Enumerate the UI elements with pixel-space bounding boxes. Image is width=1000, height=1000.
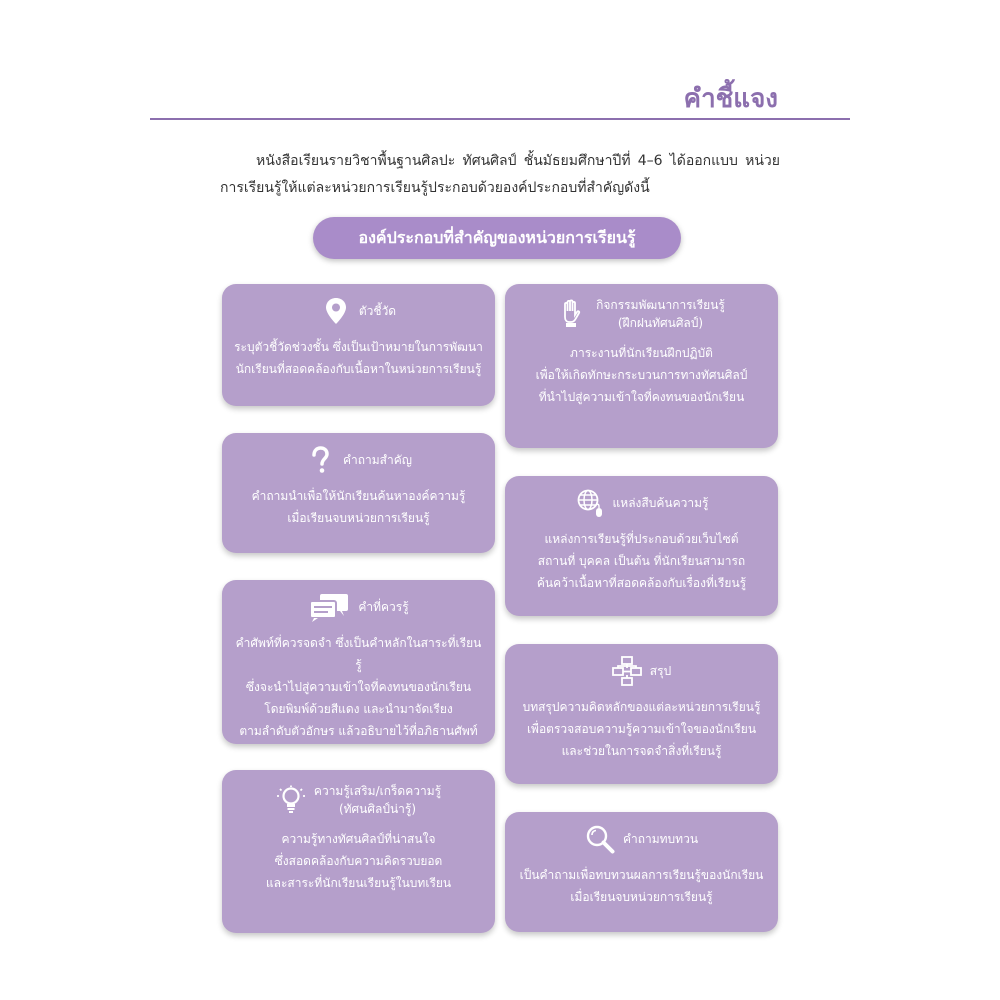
lightbulb-icon [276,785,306,815]
title-divider [150,118,850,120]
card-vocabulary: คำที่ควรรู้ คำศัพท์ที่ควรจดจำ ซึ่งเป็นคำ… [222,580,495,744]
card-body-line: ที่นำไปสู่ความเข้าใจที่คงทนของนักเรียน [538,390,745,404]
card-title: กิจกรรมพัฒนาการเรียนรู้ (ฝึกฝนทัศนศิลป์) [596,296,725,332]
section-heading: องค์ประกอบที่สำคัญของหน่วยการเรียนรู้ [313,217,681,259]
card-title: ตัวชี้วัด [358,304,397,318]
card-title: ความรู้เสริม/เกร็ดความรู้ (ทัศนศิลป์น่าร… [314,782,441,818]
hand-icon [558,299,588,329]
intro-line: หนังสือเรียนรายวิชาพื้นฐานศิลปะ ทัศนศิลป… [220,148,780,202]
card-subtitle: (ทัศนศิลป์น่ารู้) [338,802,417,816]
card-body-line: เพื่อตรวจสอบความรู้ความเข้าใจของนักเรียน [526,722,757,736]
chat-bubbles-icon [308,592,350,622]
card-body-line: แหล่งการเรียนรู้ที่ประกอบด้วยเว็บไซต์ [544,532,739,546]
card-summary: สรุป บทสรุปความคิดหลักของแต่ละหน่วยการเร… [505,644,778,784]
card-body-line: ค้นคว้าเนื้อหาที่สอดคล้องกับเรื่องที่เรี… [536,576,747,590]
card-body-line: ภาระงานที่นักเรียนฝึกปฏิบัติ [570,346,713,360]
card-body-line: คำศัพท์ที่ควรจดจำ ซึ่งเป็นคำหลักในสาระที… [235,636,482,672]
intro-line-2: หน่วยการเรียนรู้ให้แต่ละหน่วยการเรียนรู้… [220,153,780,196]
card-body-line: ซึ่งจะนำไปสู่ความเข้าใจที่คงทนของนักเรีย… [245,680,472,694]
page-title: คำชี้แจง [683,84,778,114]
card-body-line: เป็นคำถามเพื่อทบทวนผลการเรียนรู้ของนักเร… [519,868,764,882]
card-title: แหล่งสืบค้นความรู้ [612,496,709,510]
question-icon [305,445,335,475]
globe-mouse-icon [575,488,605,518]
card-body-line: และช่วยในการจดจำสิ่งที่เรียนรู้ [561,744,722,758]
card-body-line: เพื่อให้เกิดทักษะกระบวนการทางทัศนศิลป์ [535,368,748,382]
card-indicator: ตัวชี้วัด ระบุตัวชี้วัดช่วงชั้น ซึ่งเป็น… [222,284,495,406]
card-key-question: คำถามสำคัญ คำถามนำเพื่อให้นักเรียนค้นหาอ… [222,433,495,553]
intro-line-1: หนังสือเรียนรายวิชาพื้นฐานศิลปะ ทัศนศิลป… [256,153,738,169]
card-title-main: ความรู้เสริม/เกร็ดความรู้ [313,784,442,798]
location-pin-icon [321,296,351,326]
card-body-line: ตามลำดับตัวอักษร แล้วอธิบายไว้ที่อภิธานศ… [239,724,478,738]
card-title: สรุป [649,664,672,678]
card-body-line: ระบุตัวชี้วัดช่วงชั้น ซึ่งเป็นเป้าหมายใน… [234,340,483,354]
intro-paragraph: หนังสือเรียนรายวิชาพื้นฐานศิลปะ ทัศนศิลป… [220,148,780,202]
card-body-line: และสาระที่นักเรียนเรียนรู้ในบทเรียน [265,876,452,890]
card-body-line: เมื่อเรียนจบหน่วยการเรียนรู้ [287,511,430,525]
flowchart-icon [611,656,642,686]
card-subtitle: (ฝึกฝนทัศนศิลป์) [617,316,704,330]
card-body-line: สถานที่ บุคคล เป็นต้น ที่นักเรียนสามารถ [537,554,746,568]
card-body-line: บทสรุปความคิดหลักของแต่ละหน่วยการเรียนรู… [522,700,761,714]
card-body-line: ความรู้ทางทัศนศิลป์ที่น่าสนใจ [281,832,436,846]
card-extra-knowledge: ความรู้เสริม/เกร็ดความรู้ (ทัศนศิลป์น่าร… [222,770,495,933]
card-body-line: คำถามนำเพื่อให้นักเรียนค้นหาองค์ความรู้ [251,489,466,503]
card-body-line: นักเรียนที่สอดคล้องกับเนื้อหาในหน่วยการเ… [235,362,482,376]
card-title-main: กิจกรรมพัฒนาการเรียนรู้ [596,298,725,312]
card-body-line: เมื่อเรียนจบหน่วยการเรียนรู้ [570,890,713,904]
card-body-line: โดยพิมพ์ด้วยสีแดง และนำมาจัดเรียง [264,702,453,716]
card-review: คำถามทบทวน เป็นคำถามเพื่อทบทวนผลการเรียน… [505,812,778,932]
card-title: คำที่ควรรู้ [358,600,409,614]
card-body-line: ซึ่งสอดคล้องกับความคิดรวบยอด [274,854,443,868]
magnifier-icon [585,824,615,854]
card-activities: กิจกรรมพัฒนาการเรียนรู้ (ฝึกฝนทัศนศิลป์)… [505,284,778,448]
card-title: คำถามสำคัญ [343,453,412,467]
card-title: คำถามทบทวน [622,832,699,846]
card-resources: แหล่งสืบค้นความรู้ แหล่งการเรียนรู้ที่ปร… [505,476,778,616]
